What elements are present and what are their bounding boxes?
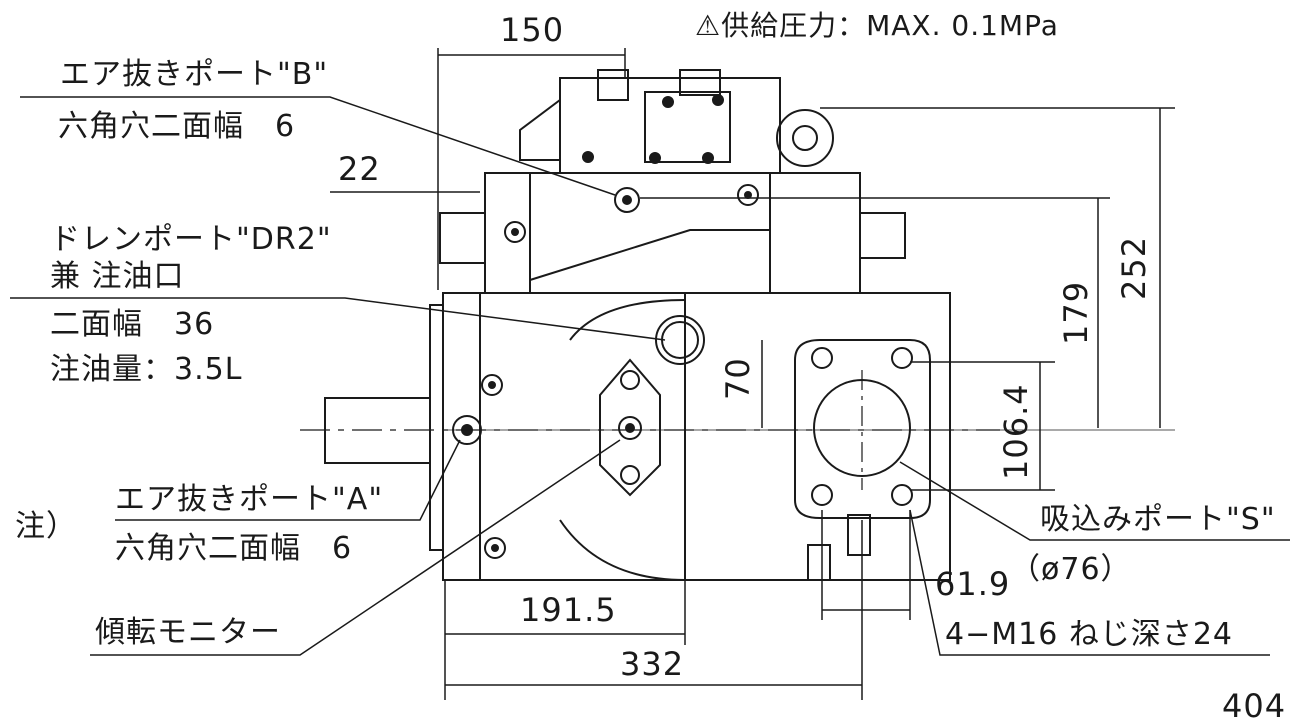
upper-housing xyxy=(439,172,906,294)
suction-port-title: 吸込みポート"S" xyxy=(1040,502,1276,537)
dim-70: 70 xyxy=(719,357,757,400)
air-port-a-prefix: 注） xyxy=(15,509,77,544)
dim-332: 332 xyxy=(620,645,685,683)
tilt-monitor-plate xyxy=(599,358,661,497)
drain-port-line4: 注油量：3.5L xyxy=(50,352,243,387)
supply-pressure-note: ⚠供給圧力：MAX. 0.1MPa xyxy=(695,9,1059,42)
pump-main-body xyxy=(300,292,1000,581)
tilt-monitor-label: 傾転モニター xyxy=(95,615,281,650)
dim-179: 179 xyxy=(1057,280,1095,345)
dim-252: 252 xyxy=(1115,235,1153,300)
air-port-b-title: エア抜きポート"B" xyxy=(60,57,329,92)
drain-port-title: ドレンポート"DR2" xyxy=(50,222,332,257)
leader-lines xyxy=(10,96,1290,656)
dim-150: 150 xyxy=(500,11,565,49)
dimension-lines xyxy=(330,48,1175,700)
air-port-a-title: エア抜きポート"A" xyxy=(115,482,384,517)
control-valve-block xyxy=(519,69,834,174)
page-number: 404 xyxy=(1222,687,1287,725)
dim-106-4: 106.4 xyxy=(997,383,1035,480)
air-port-b-detail: 六角穴二面幅 6 xyxy=(58,109,296,144)
dim-22: 22 xyxy=(338,150,381,188)
dim-191-5: 191.5 xyxy=(520,591,617,629)
pump-drawing xyxy=(10,48,1290,700)
drain-port-line3: 二面幅 36 xyxy=(50,307,215,342)
thread-spec-label: 4−M16 ねじ深さ24 xyxy=(945,617,1233,652)
air-port-a-detail: 六角穴二面幅 6 xyxy=(115,531,353,566)
drain-port-line2: 兼 注油口 xyxy=(50,259,185,294)
dim-61-9: 61.9 xyxy=(935,565,1011,603)
suction-port-detail: （ø76） xyxy=(1010,552,1132,587)
